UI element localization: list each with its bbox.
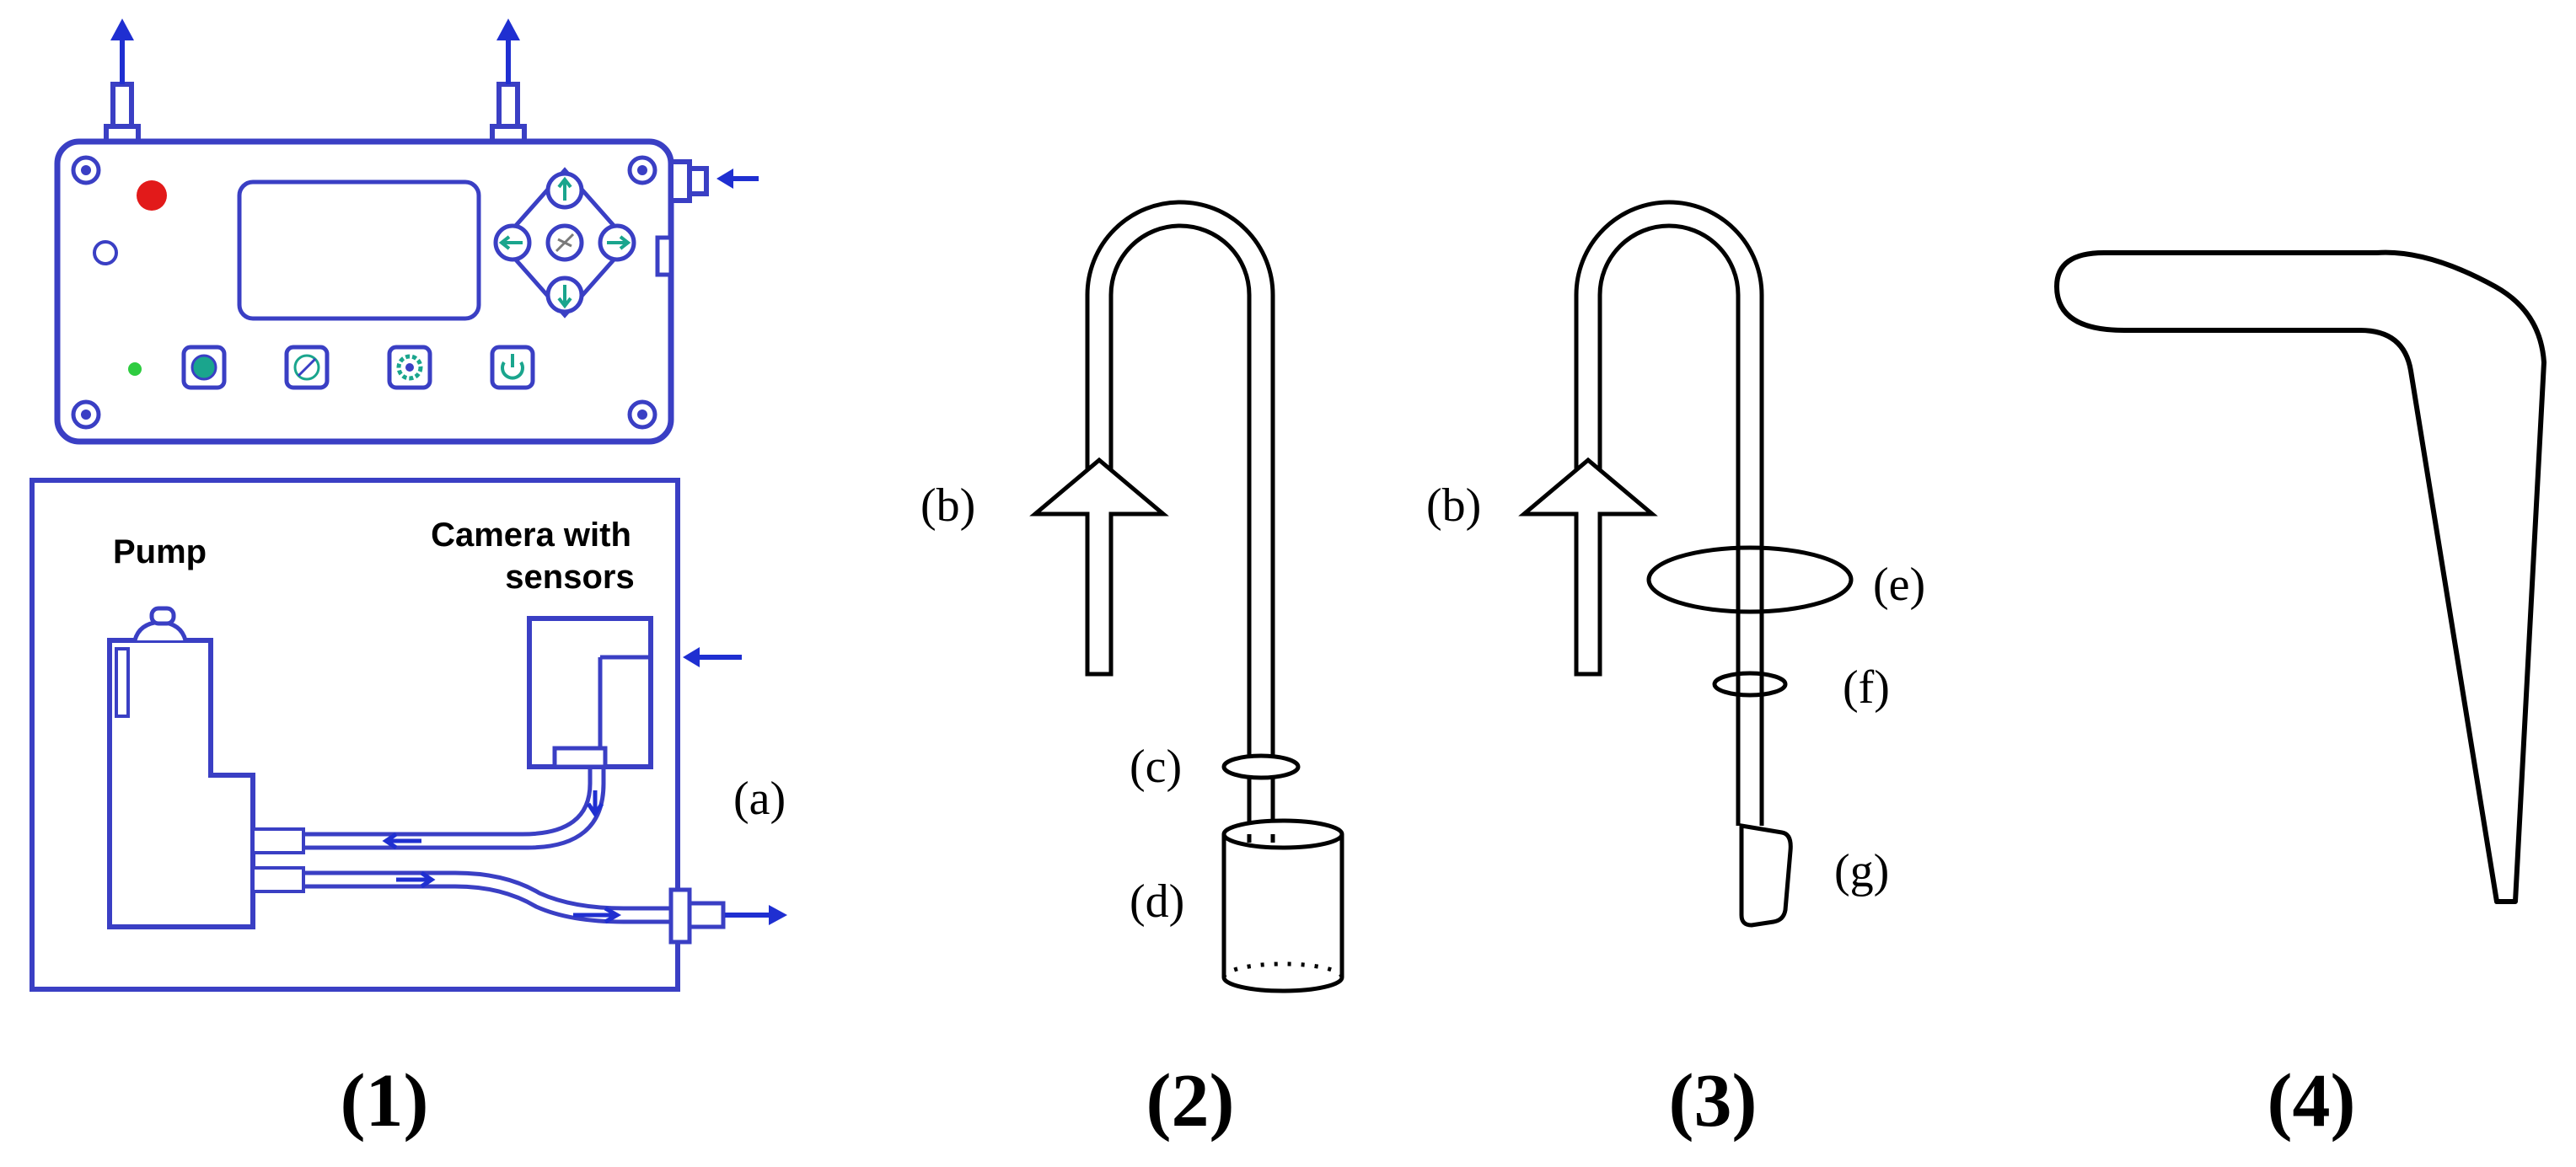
label-b-panel3: (b) [1426, 479, 1481, 532]
label-b-panel2: (b) [920, 479, 975, 532]
label-a: (a) [733, 773, 786, 825]
camera-label-line2: sensors [505, 559, 634, 596]
tube-inner [1597, 223, 1741, 826]
panel-2-tube [1029, 200, 1344, 993]
panel-label-3: (3) [1669, 1059, 1758, 1143]
tip-g [1739, 823, 1793, 928]
tube-outer [1085, 200, 1275, 843]
outlet-fitting-left [104, 19, 141, 146]
panel-label-1: (1) [341, 1059, 429, 1143]
red-indicator-light [137, 180, 167, 211]
ring-c [1221, 753, 1301, 780]
corner-screws [71, 155, 657, 430]
button-row [181, 345, 535, 390]
label-d: (d) [1130, 875, 1184, 928]
supply-flow-arrow [396, 870, 436, 889]
disc-e [1646, 545, 1854, 614]
panel-4-angled-probe [2054, 249, 2546, 904]
outlet-fitting-right [490, 19, 527, 146]
cup-d [1221, 834, 1344, 993]
camera-unit [527, 616, 742, 769]
inlet-fitting-side [655, 159, 759, 277]
tube-inner [1108, 223, 1252, 843]
panel-label-2: (2) [1146, 1059, 1235, 1143]
flow-direction-arrow-b [1029, 457, 1169, 677]
green-indicator-light [128, 362, 142, 376]
tube-outer [1574, 200, 1764, 826]
ring-f [1712, 671, 1788, 698]
label-g: (g) [1834, 845, 1889, 897]
camera-label-line1: Camera with [431, 517, 631, 554]
flow-direction-arrow-b [1518, 457, 1658, 677]
pump-unit [107, 606, 255, 929]
navigation-pad [493, 167, 636, 319]
label-e: (e) [1873, 559, 1925, 611]
label-f: (f) [1843, 661, 1890, 714]
panel-label-4: (4) [2267, 1059, 2356, 1143]
display-screen [237, 179, 481, 321]
status-hole [93, 240, 118, 265]
panel-1-device: Pump Camera with sensors (a) [30, 19, 787, 992]
return-flow-arrow [382, 832, 421, 850]
label-c: (c) [1130, 741, 1182, 793]
tubing [251, 768, 787, 945]
pump-label: Pump [113, 533, 207, 570]
panel-3-tube [1518, 200, 1854, 928]
